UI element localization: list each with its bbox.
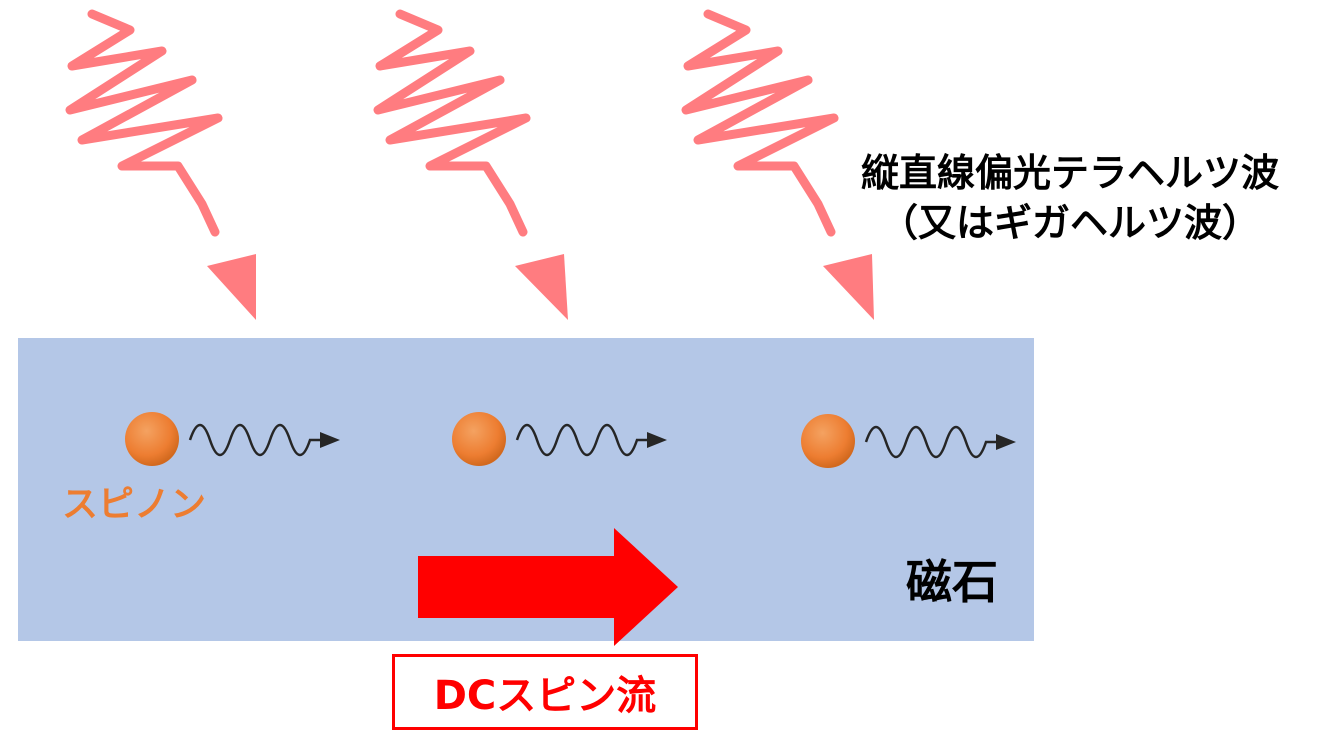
incident-wave: [681, 9, 874, 320]
spinon: [452, 412, 667, 466]
wave-caption-line1: 縦直線偏光テラヘルツ波: [860, 151, 1279, 195]
incident-wave: [65, 9, 256, 320]
wave-caption-line2: （又はギガヘルツ波）: [879, 201, 1260, 245]
incident-wave: [373, 9, 568, 320]
dc-spin-current-box: DCスピン流: [392, 654, 698, 730]
dc-spin-current-arrow: [418, 528, 678, 646]
spinon: [125, 412, 340, 466]
magnet-label: 磁石: [906, 555, 998, 609]
spinon: [801, 414, 1016, 468]
spinon-label: スピノン: [62, 484, 207, 525]
wave-caption: 縦直線偏光テラヘルツ波 （又はギガヘルツ波）: [830, 148, 1310, 248]
dc-spin-current-label: DCスピン流: [433, 673, 657, 719]
